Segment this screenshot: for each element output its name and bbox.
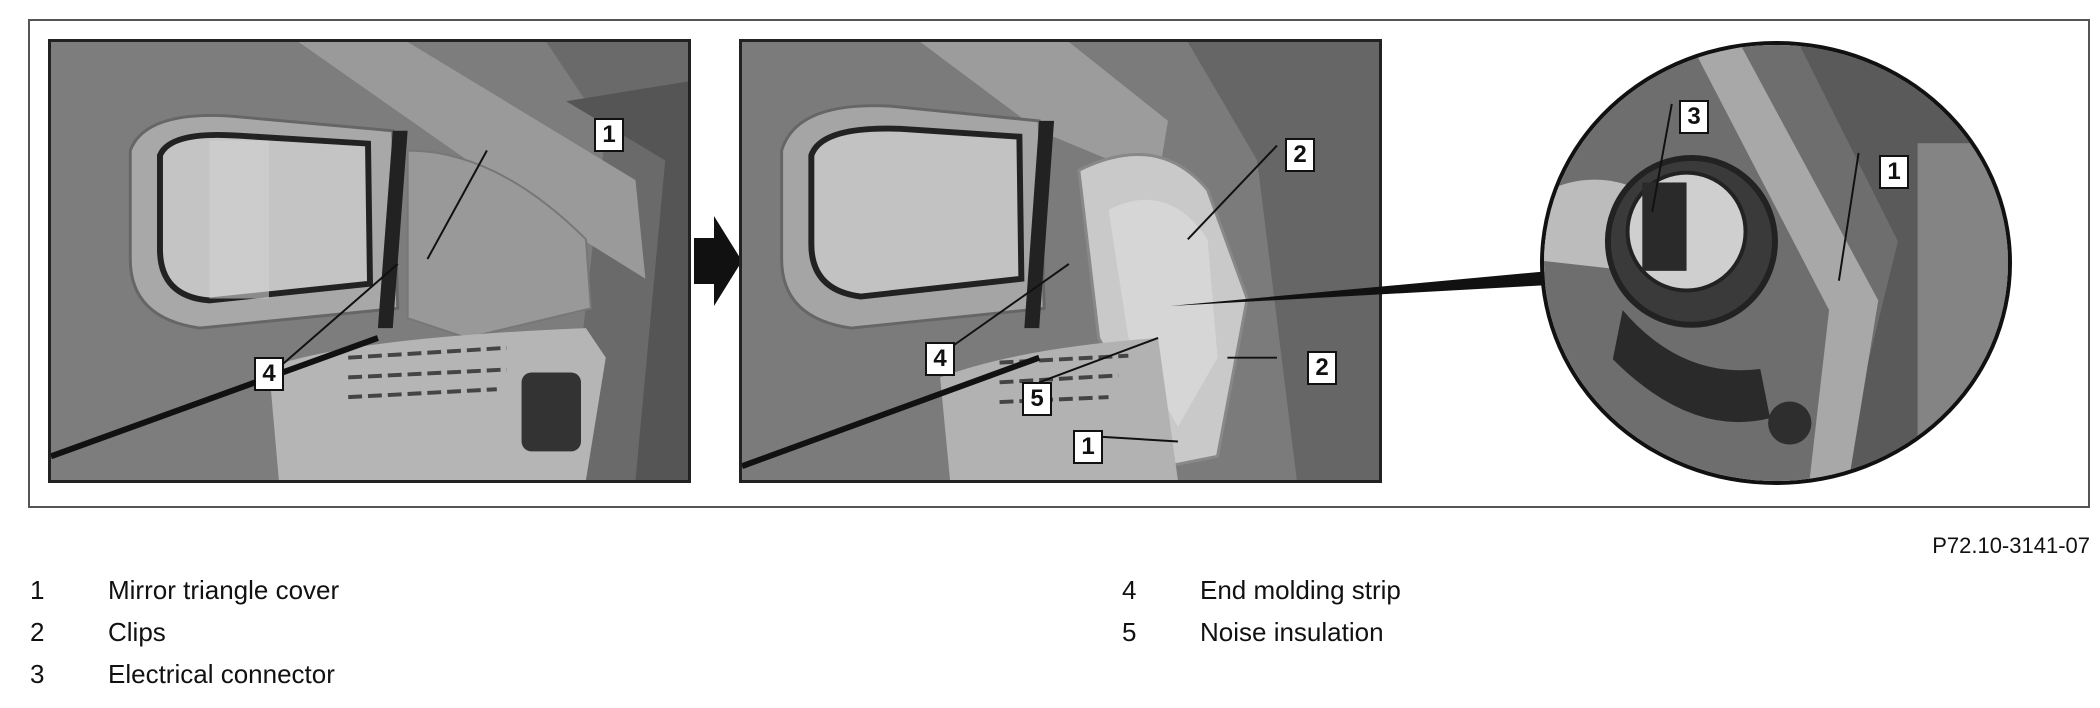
legend-left-column: 1 Mirror triangle cover 2 Clips 3 Electr… [30,575,730,701]
mirror-illustration-after [742,42,1379,480]
detail-connector-view: 3 1 [1540,41,2012,485]
legend-number: 3 [30,659,45,689]
connector-illustration [1544,45,2008,481]
callout-1-detail: 1 [1879,155,1909,189]
figure-id: P72.10-3141-07 [1932,533,2090,558]
legend-label: Mirror triangle cover [108,575,340,605]
legend-item: 3 Electrical connector [30,659,730,701]
legend-number: 1 [30,575,45,605]
figure-frame: 1 4 2 4 5 2 1 [28,19,2090,508]
legend-number: 4 [1122,575,1137,605]
callout-1-photo2: 1 [1073,430,1103,464]
callout-1-photo1: 1 [594,118,624,152]
legend-label: End molding strip [1200,575,1401,605]
legend-label: Electrical connector [108,659,335,689]
callout-5-photo2: 5 [1022,382,1052,416]
legend-item: 2 Clips [30,617,730,659]
legend-label: Noise insulation [1200,617,1384,647]
callout-2-bottom-photo2: 2 [1307,351,1337,385]
legend-number: 2 [30,617,45,647]
legend-item: 1 Mirror triangle cover [30,575,730,617]
photo-mirror-cover-removed: 2 4 5 2 1 [739,39,1382,483]
legend-number: 5 [1122,617,1137,647]
arrow-right-icon [694,216,742,306]
legend-right-column: 4 End molding strip 5 Noise insulation [1122,575,1822,659]
callout-4-photo2: 4 [925,342,955,376]
callout-3-detail: 3 [1679,100,1709,134]
legend-label: Clips [108,617,166,647]
callout-2-top-photo2: 2 [1285,138,1315,172]
callout-4-photo1: 4 [254,357,284,391]
mirror-illustration-before [51,42,688,480]
legend-item: 4 End molding strip [1122,575,1822,617]
photo-mirror-installed: 1 4 [48,39,691,483]
legend-item: 5 Noise insulation [1122,617,1822,659]
